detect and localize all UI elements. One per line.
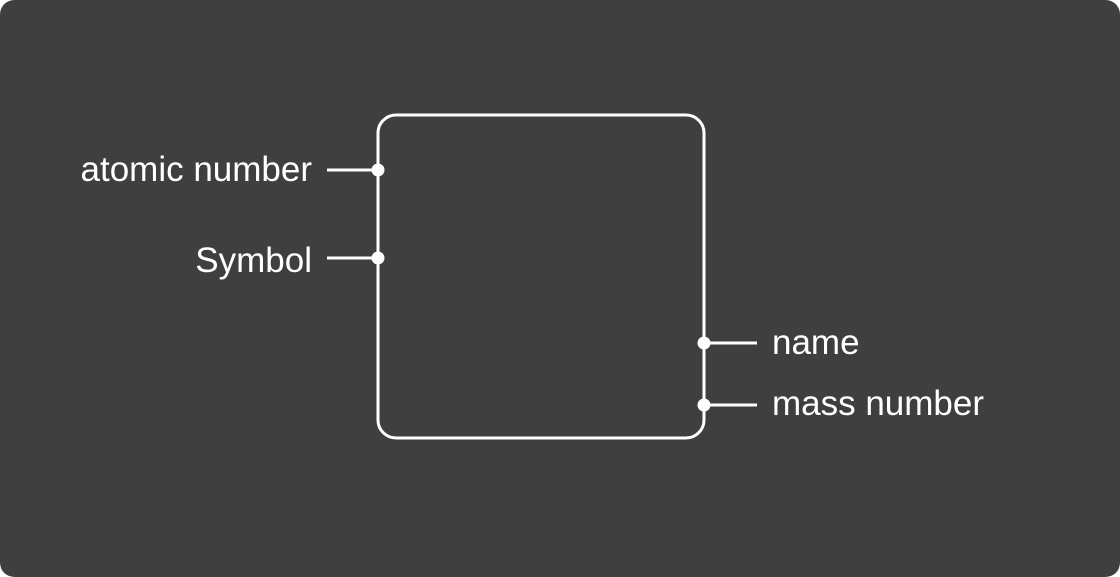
name-leader-dot: [697, 336, 711, 350]
name-label: name: [772, 323, 860, 362]
atomic-number-leader-dot: [371, 163, 385, 177]
symbol-label: Symbol: [195, 241, 312, 280]
mass-number-leader-dot: [697, 398, 711, 412]
atomic-number-label: atomic number: [81, 150, 313, 189]
symbol-leader-dot: [371, 251, 385, 265]
mass-number-label: mass number: [772, 384, 984, 423]
element-tile: [376, 113, 706, 440]
